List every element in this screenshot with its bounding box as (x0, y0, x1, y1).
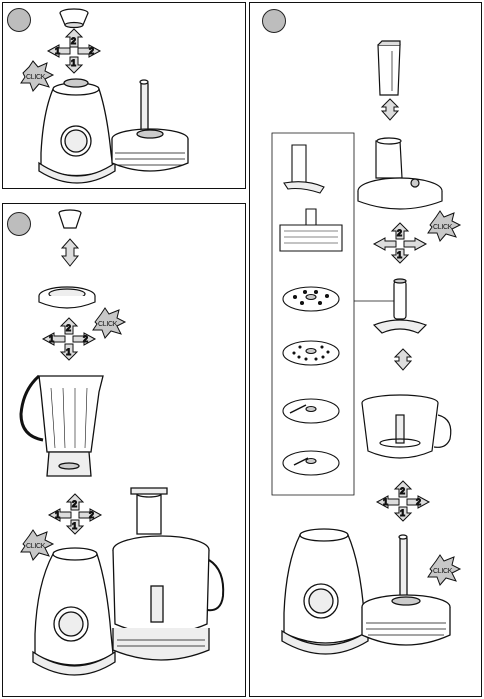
rotate-arrows: 2 1 2 1 (41, 317, 97, 361)
step-number: 2 (72, 499, 77, 509)
step-badge-3 (7, 212, 31, 236)
step-badge-1 (7, 8, 31, 32)
pusher-icon (377, 40, 401, 96)
click-label: CLICK (433, 568, 453, 575)
click-label: CLICK (433, 224, 453, 231)
updown-arrow (393, 348, 413, 371)
click-burst: CLICK (20, 60, 55, 92)
bowl-icon (361, 394, 452, 459)
step-number: 1 (397, 250, 402, 260)
panel-2: CLICK 2 1 (249, 2, 482, 697)
processor-assembled (112, 487, 225, 661)
step-number: 1 (71, 58, 76, 68)
step-number: 2 (397, 228, 402, 238)
updown-arrow (60, 238, 80, 267)
blender-lid (38, 286, 96, 309)
step-number: 2 (89, 46, 94, 56)
panel-3: CLICK 2 1 2 1 2 1 2 1 (2, 203, 246, 697)
motor-base (38, 78, 116, 184)
panel-3-illustration: CLICK 2 1 2 1 2 1 2 1 (19, 209, 225, 676)
step-number: 1 (400, 508, 405, 518)
step-number: 2 (416, 497, 421, 507)
updown-arrow (380, 98, 400, 121)
panel-1-illustration: 2 1 2 1 CLICK (20, 8, 189, 184)
step-number: 1 (49, 334, 54, 344)
click-label: CLICK (98, 321, 118, 328)
bowl-base (361, 534, 451, 646)
click-label: CLICK (26, 543, 46, 550)
lid-icon (59, 8, 89, 29)
step-number: 1 (55, 510, 60, 520)
step-badge-2 (262, 9, 286, 33)
fine-slicing-disc-icon (282, 450, 340, 476)
rotate-arrows: 2 1 2 1 (47, 493, 103, 535)
arrow-up-2: 2 (64, 28, 84, 48)
click-label: CLICK (26, 74, 46, 81)
bowl-base (111, 79, 189, 172)
grating-disc-icon (282, 286, 340, 312)
panel-1: 2 1 2 1 CLICK (2, 2, 246, 189)
step-number: 1 (72, 521, 77, 531)
step-number: 2 (400, 486, 405, 496)
step-number: 1 (55, 46, 60, 56)
click-burst: CLICK (427, 554, 462, 586)
click-burst: CLICK (92, 307, 127, 339)
step-number: 1 (66, 347, 71, 357)
step-number: 2 (66, 323, 71, 333)
accessory-discs-box (271, 132, 355, 496)
rotate-arrows: 2 1 2 1 (375, 480, 431, 522)
blender-jug (19, 374, 104, 477)
click-burst: CLICK (20, 529, 55, 561)
feed-tube-lid (357, 137, 443, 210)
slicing-disc-icon (282, 398, 340, 424)
panel-2-illustration: CLICK 2 1 (271, 40, 462, 655)
cap-icon (58, 209, 82, 229)
step-number: 2 (71, 36, 76, 46)
step-number: 1 (383, 497, 388, 507)
rotate-arrows: 2 1 (372, 222, 428, 264)
blade-assembly (354, 278, 428, 334)
click-burst: CLICK (427, 210, 462, 242)
fine-grating-disc-icon (282, 340, 340, 366)
chipper-disc-icon (279, 208, 343, 252)
motor-base (281, 528, 369, 655)
rotate-arrows: 1 2 (46, 44, 102, 58)
dough-tool-icon (283, 144, 325, 194)
arrow-down-1: 1 (64, 56, 84, 74)
step-number: 2 (83, 334, 88, 344)
motor-base (32, 547, 116, 676)
disc-accessories (279, 144, 343, 476)
step-number: 2 (89, 510, 94, 520)
